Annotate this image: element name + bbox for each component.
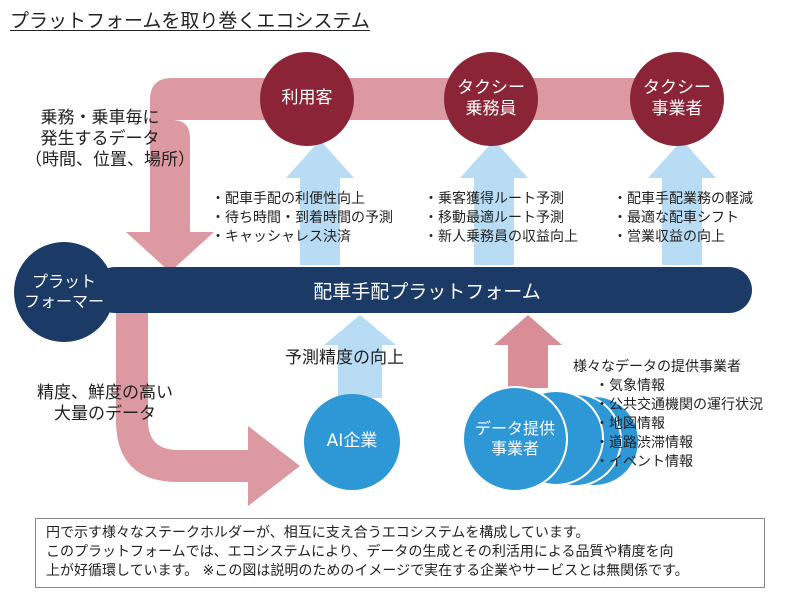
node-platformer: プラット フォーマー [14,242,114,342]
data-quality-text: 精度、鮮度の高い 大量のデータ [20,383,190,425]
data-generated-line2: 発生するデータ [40,129,160,149]
provider-heading: 様々なデータの提供事業者 [573,359,741,375]
benefit-item: ・乗客獲得ルート予測 [424,191,564,207]
benefit-item: ・移動最適ルート予測 [424,210,564,226]
provider-item: ・地図情報 [595,416,665,432]
node-user-label: 利用客 [281,88,333,109]
node-user: 利用客 [260,52,354,146]
data-generated-line1: 乗務・乗車毎に [40,108,160,128]
data-generated-text: 乗務・乗車毎に 発生するデータ （時間、位置、場所） [25,108,195,171]
benefit-arrow-driver [460,140,528,265]
benefits-user: ・配車手配の利便性向上 ・待ち時間・到着時間の予測 ・キャッシャレス決済 [211,190,393,247]
data-quality-line1: 精度、鮮度の高い [37,383,173,403]
benefit-item: ・待ち時間・到着時間の予測 [211,210,393,226]
benefit-item: ・キャッシャレス決済 [211,229,351,245]
benefit-item: ・営業収益の向上 [613,229,725,245]
benefit-item: ・新人乗務員の収益向上 [424,229,578,245]
provider-item: ・気象情報 [595,378,665,394]
node-provider-line1: データ提供 [474,419,555,438]
page-title: プラットフォームを取り巻くエコシステム [10,10,370,32]
node-platformer-line1: プラット [31,272,96,291]
benefit-arrow-operator [648,140,716,265]
platform-bar-label: 配車手配プラットフォーム [313,280,541,303]
data-quality-line2: 大量のデータ [54,404,156,424]
provider-list: 様々なデータの提供事業者 ・気象情報 ・公共交通機関の運行状況 ・地図情報 ・道… [573,358,763,472]
node-platformer-line2: フォーマー [23,292,104,311]
data-generated-line3: （時間、位置、場所） [25,150,195,170]
benefits-operator: ・配車手配業務の軽減 ・最適な配車シフト ・営業収益の向上 [613,190,753,247]
node-provider-line2: 事業者 [490,439,539,458]
benefit-item: ・配車手配の利便性向上 [211,191,365,207]
footer-line2: このプラットフォームでは、エコシステムにより、データの生成とその利活用による品質… [46,544,674,560]
benefits-driver: ・乗客獲得ルート予測 ・移動最適ルート予測 ・新人乗務員の収益向上 [424,190,578,247]
node-data-provider: データ提供 事業者 [462,386,568,492]
provider-arrow [494,315,562,388]
data-flow-arrow-bottom [116,300,300,506]
node-driver-line2: 乗務員 [465,99,517,119]
node-taxi-operator: タクシー 事業者 [630,52,724,146]
node-taxi-driver: タクシー 乗務員 [444,52,538,146]
footer-line3: 上が好循環しています。 ※この図は説明のためのイメージで実在する企業やサービスと… [46,563,689,579]
benefit-arrow-user [286,140,354,265]
node-operator-line2: 事業者 [651,99,703,119]
provider-item: ・道路渋滞情報 [595,435,693,451]
node-driver-line1: タクシー [457,77,525,98]
platform-bar: 配車手配プラットフォーム [92,267,752,313]
provider-item: ・公共交通機関の運行状況 [595,397,763,413]
provider-items: ・気象情報 ・公共交通機関の運行状況 ・地図情報 ・道路渋滞情報 ・イベント情報 [573,377,763,472]
ai-benefit-label: 予測精度の向上 [285,348,404,368]
benefit-item: ・最適な配車シフト [613,210,739,226]
node-ai-company: AI企業 [304,394,400,490]
footer-line1: 円で示す様々なステークホルダーが、相互に支え合うエコシステムを構成しています。 [46,525,590,541]
benefit-item: ・配車手配業務の軽減 [613,191,753,207]
footer-note: 円で示す様々なステークホルダーが、相互に支え合うエコシステムを構成しています。 … [35,518,765,588]
node-operator-line1: タクシー [643,77,711,98]
provider-item: ・イベント情報 [595,454,693,470]
node-ai-label: AI企業 [326,431,378,452]
ai-arrow [324,315,396,398]
